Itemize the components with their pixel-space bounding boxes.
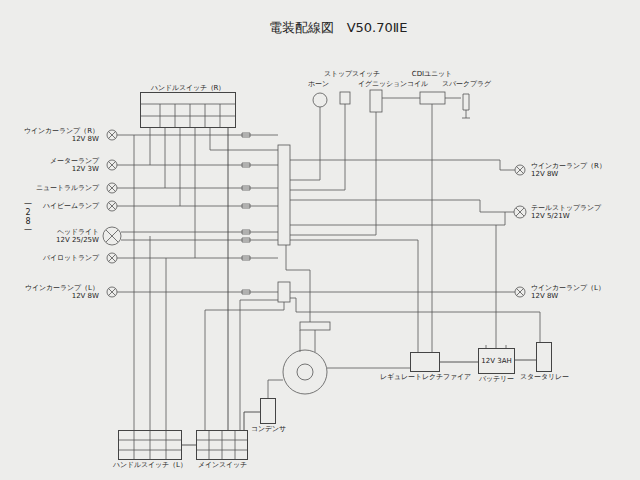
switch-box: メインスイッチ — [196, 430, 248, 460]
part-label: 12V 25/25W — [55, 236, 100, 244]
part-label: ウインカーランプ（R） — [23, 127, 100, 135]
part-label: メーターランプ — [49, 157, 100, 165]
spark-plug-symbol — [462, 94, 470, 118]
part-label: ハイビームランプ — [42, 202, 100, 210]
battery-box: 12V 3AHバッテリー — [478, 348, 515, 374]
connector-block — [300, 322, 330, 330]
coupler — [242, 133, 250, 294]
wire — [150, 128, 210, 258]
part-label: ウインカーランプ（R） — [530, 162, 607, 170]
switch-box: ハンドルスイッチ（R） — [140, 92, 236, 128]
magneto-rotor — [297, 364, 313, 380]
component-name: スタータリレー — [519, 373, 570, 381]
wire — [268, 98, 540, 398]
component-name: ハンドルスイッチ（R） — [150, 84, 227, 92]
relay-box: スタータリレー — [536, 342, 552, 372]
component-name: メインスイッチ — [197, 461, 248, 469]
part-label: 12V 3W — [71, 165, 100, 173]
part-label: ホーン — [307, 80, 330, 88]
lamp-filament — [106, 132, 524, 296]
diagram-title: 電装配線図 V50.70ⅡE — [268, 20, 409, 36]
wire-connector — [440, 362, 478, 363]
part-label: 12V 8W — [530, 170, 559, 178]
switch-box: ハンドルスイッチ（L） — [118, 430, 182, 460]
part-label: 12V 5/21W — [530, 212, 571, 220]
wire — [134, 135, 284, 430]
part-label: ニュートラルランプ — [35, 184, 100, 192]
part-label: ウインカーランプ（L） — [530, 284, 606, 292]
part-label: スパークプラグ — [441, 80, 492, 88]
ignition-coil-symbol — [370, 90, 382, 112]
switch-grid — [196, 430, 248, 460]
part-label: テールストップランプ — [530, 204, 602, 212]
horn-symbol — [313, 93, 327, 107]
wire-connector — [515, 360, 536, 361]
stop-switch-symbol — [340, 92, 350, 104]
switch-grid — [118, 430, 182, 460]
page-number: —28— — [24, 200, 32, 235]
part-label: 12V 8W — [530, 292, 559, 300]
condenser-box: コンデンサ — [260, 398, 276, 424]
wire-group — [103, 90, 540, 460]
rating-text: 12V 3AH — [480, 357, 512, 365]
wire-connector — [182, 445, 196, 446]
wire — [117, 135, 278, 292]
component-name: コンデンサ — [250, 425, 287, 433]
part-label: パイロットランプ — [42, 254, 100, 262]
part-label: 12V 8W — [71, 135, 100, 143]
part-label: ヘッドライト — [56, 228, 100, 236]
part-label: イグニッションコイル — [357, 80, 429, 88]
connector-block — [278, 145, 290, 245]
part-label: 12V 8W — [71, 292, 100, 300]
rectifier-box: レギュレートレクチファイア — [410, 352, 440, 372]
component-name: レギュレートレクチファイア — [379, 373, 472, 381]
wire-connector — [228, 128, 229, 430]
part-label: ストップスイッチ — [323, 70, 381, 78]
part-label: ウインカーランプ（L） — [24, 284, 100, 292]
component-name: ハンドルスイッチ（L） — [112, 461, 188, 469]
connector-block — [278, 282, 290, 302]
component-name: バッテリー — [478, 375, 515, 383]
switch-grid — [140, 104, 236, 128]
cdi-unit-symbol — [420, 92, 445, 104]
magneto-symbol — [283, 350, 327, 394]
part-label: CDIユニット — [411, 70, 453, 78]
